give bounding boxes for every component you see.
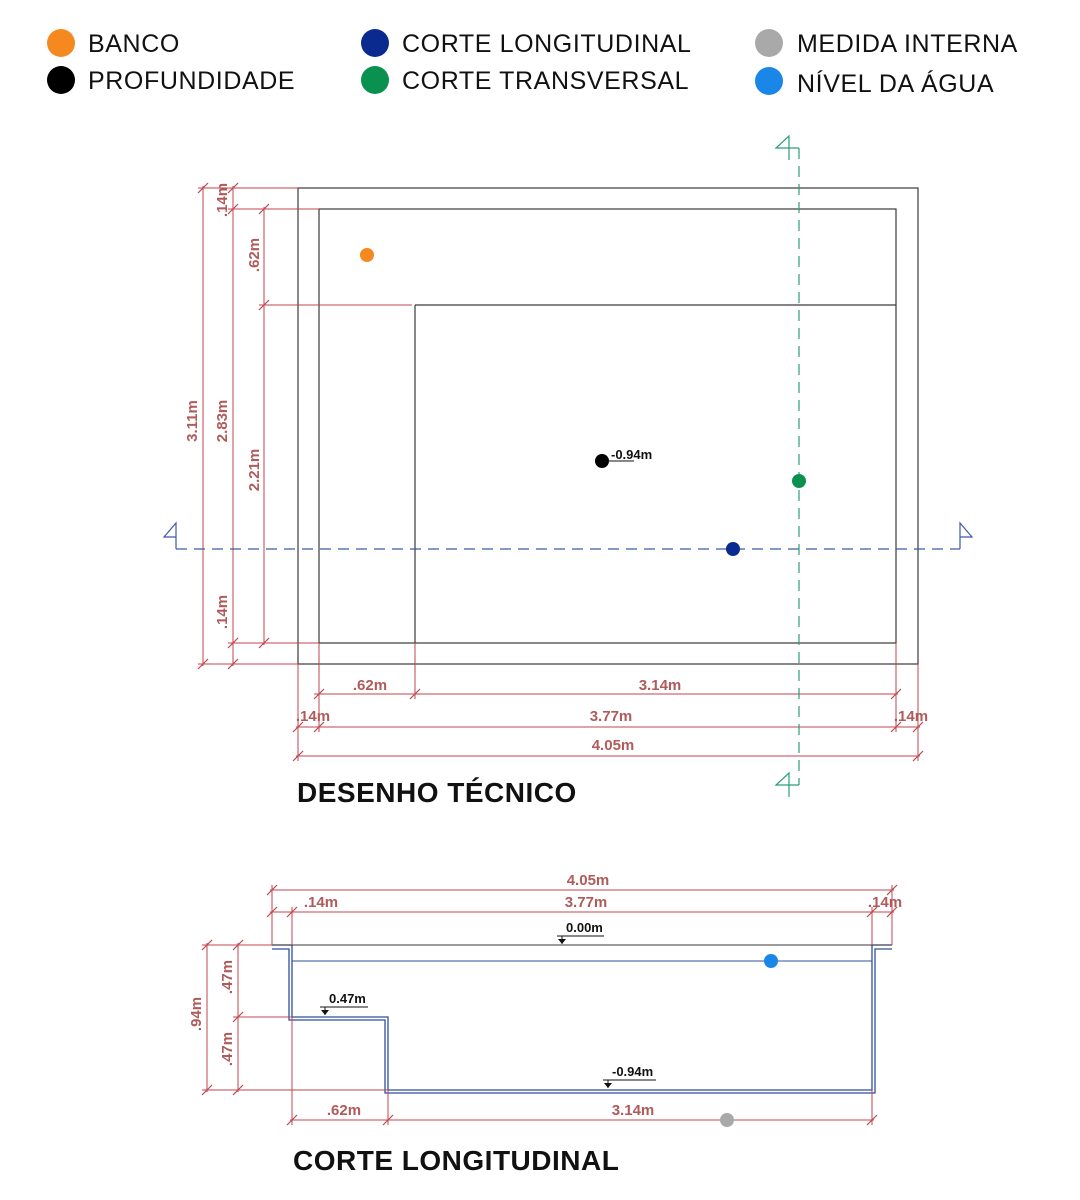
legend: BANCO PROFUNDIDADE CORTE LONGITUDINAL CO…	[47, 29, 1018, 98]
plan-marker-corte-longitudinal	[726, 542, 740, 556]
plan-title: DESENHO TÉCNICO	[297, 777, 577, 808]
plan-marker-corte-transversal	[792, 474, 806, 488]
legend-label-medida-interna: MEDIDA INTERNA	[797, 30, 1018, 58]
section-level-bench-label: 0.47m	[329, 991, 366, 1006]
section-view: 4.05m .14m 3.77m .14m .94m .47m .47m .62…	[188, 872, 902, 1176]
legend-dot-nivel-da-agua	[755, 67, 783, 95]
section-dim-right-rim: .14m	[868, 894, 902, 911]
legend-label-corte-transversal: CORTE TRANSVERSAL	[402, 67, 689, 95]
plan-dim-bench-width: .62m	[353, 677, 387, 694]
section-marker-medida-interna	[720, 1113, 734, 1127]
plan-marker-profundidade	[595, 454, 609, 468]
transverse-section-line	[774, 134, 800, 797]
plan-dim-inner-width: 3.77m	[590, 708, 633, 725]
longitudinal-section-line	[162, 521, 974, 550]
section-title: CORTE LONGITUDINAL	[293, 1145, 619, 1176]
section-level-bottom: -0.94m	[603, 1064, 656, 1088]
plan-dim-right-rim: .14m	[894, 708, 928, 725]
plan-dim-inner-depth: 2.83m	[214, 400, 231, 443]
legend-dot-corte-longitudinal	[361, 29, 389, 57]
section-dim-inner-width: 3.77m	[565, 894, 608, 911]
legend-dot-banco	[47, 29, 75, 57]
plan-marker-banco	[360, 248, 374, 262]
legend-label-nivel-da-agua: NÍVEL DA ÁGUA	[797, 69, 994, 98]
legend-dot-medida-interna	[755, 29, 783, 57]
plan-dim-bottom-rim: .14m	[214, 595, 231, 629]
section-pool-profile-outer	[272, 944, 892, 1091]
section-level-top: 0.00m	[557, 920, 604, 944]
section-pool-profile-inner	[272, 948, 892, 1094]
legend-dot-profundidade	[47, 66, 75, 94]
section-dim-lower-depth: .47m	[219, 1032, 236, 1066]
plan-vertical-dimensions	[197, 182, 412, 670]
legend-dot-corte-transversal	[361, 66, 389, 94]
plan-outer-rim	[297, 187, 919, 665]
plan-depth-label: -0.94m	[611, 447, 652, 462]
plan-dim-overall-width: 4.05m	[592, 737, 635, 754]
plan-dim-top-rim: .14m	[214, 183, 231, 217]
legend-label-banco: BANCO	[88, 30, 180, 58]
legend-label-corte-longitudinal: CORTE LONGITUDINAL	[402, 30, 692, 58]
section-marker-nivel-da-agua	[764, 954, 778, 968]
section-vertical-dimensions	[201, 939, 388, 1096]
section-dim-deep-width: 3.14m	[612, 1102, 655, 1119]
section-dim-total-depth: .94m	[188, 997, 205, 1031]
legend-label-profundidade: PROFUNDIDADE	[88, 67, 295, 95]
section-level-bottom-label: -0.94m	[612, 1064, 653, 1079]
section-level-bench: 0.47m	[320, 991, 368, 1015]
plan-inner-edge	[318, 208, 897, 644]
section-horizontal-dimensions	[266, 884, 898, 1126]
plan-horizontal-dimensions	[292, 643, 924, 762]
plan-dim-deep-area-depth: 2.21m	[246, 449, 263, 492]
plan-view: .14m .62m 3.11m 2.83m 2.21m .14m .62m 3.…	[162, 134, 974, 808]
section-level-top-label: 0.00m	[566, 920, 603, 935]
section-dim-overall-width: 4.05m	[567, 872, 610, 889]
section-dim-left-rim: .14m	[304, 894, 338, 911]
section-dim-upper-depth: .47m	[219, 960, 236, 994]
plan-dim-left-rim: .14m	[296, 708, 330, 725]
section-dim-bench-width: .62m	[327, 1102, 361, 1119]
plan-dim-deep-area-width: 3.14m	[639, 677, 682, 694]
plan-dim-bench-depth: .62m	[246, 238, 263, 272]
plan-dim-overall-depth: 3.11m	[184, 400, 201, 442]
